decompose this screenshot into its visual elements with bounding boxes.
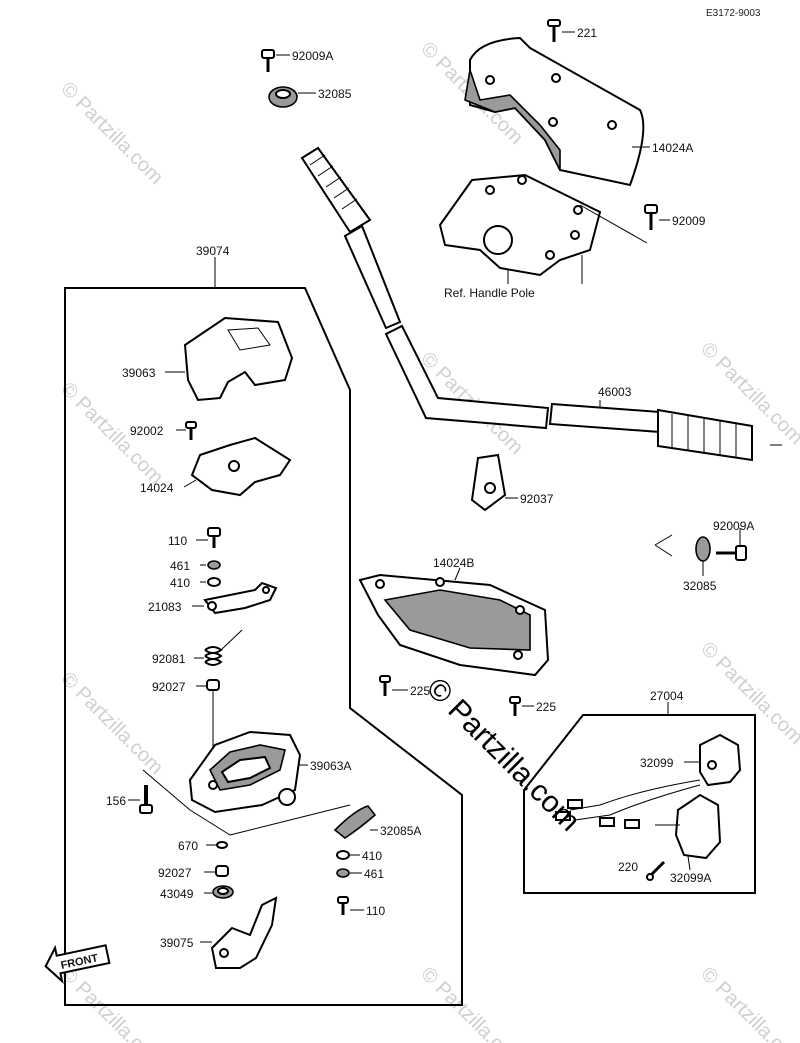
label-ref-handle-pole: Ref. Handle Pole	[444, 286, 535, 300]
label-670: 670	[178, 839, 198, 853]
label-220: 220	[618, 860, 638, 874]
label-32099: 32099	[640, 756, 674, 770]
label-92037: 92037	[520, 492, 554, 506]
part-156: 156	[106, 785, 153, 814]
part-14024B: 14024B	[358, 556, 550, 677]
label-21083: 21083	[148, 600, 182, 614]
part-410-top: 410	[170, 576, 221, 590]
watermark-text: © Partzilla.com	[56, 78, 167, 189]
part-92009: 92009	[644, 204, 706, 230]
watermark-text: © Partzilla.com	[56, 668, 167, 779]
part-92009A-top: 92009A	[261, 49, 333, 72]
label-32085-top: 32085	[318, 87, 352, 101]
part-670: 670	[178, 839, 228, 853]
part-92027-bottom: 92027	[158, 865, 229, 880]
part-92009A-right: 92009A 32085	[654, 519, 754, 593]
label-39074: 39074	[196, 244, 230, 258]
label-92009A-top: 92009A	[292, 49, 333, 63]
watermark-large: © Partzilla.com	[420, 672, 586, 838]
label-92081: 92081	[152, 652, 186, 666]
watermark-text: © Partzilla.com	[696, 638, 800, 749]
watermark-text: © Partzilla.com	[56, 963, 167, 1043]
label-225-left: 225	[410, 684, 430, 698]
watermark-text: © Partzilla.com	[416, 963, 527, 1043]
part-92027-top: 92027	[152, 679, 220, 775]
part-32099A: 32099A	[670, 793, 722, 885]
group-outline-39074	[64, 287, 463, 1006]
part-handle-pole-plate: Ref. Handle Pole	[438, 173, 648, 300]
part-46003-handlebar: 46003	[300, 146, 782, 462]
label-461-top: 461	[170, 559, 190, 573]
label-221: 221	[577, 26, 597, 40]
label-110-bottom: 110	[366, 904, 385, 918]
part-92037: 92037	[470, 453, 554, 512]
watermark-text: © Partzilla.com	[696, 963, 800, 1043]
part-14024: 14024	[140, 436, 292, 497]
label-92002: 92002	[130, 424, 164, 438]
label-110-top: 110	[168, 534, 187, 548]
part-14024A: 14024A	[464, 36, 693, 187]
label-27004: 27004	[650, 689, 684, 703]
label-39063: 39063	[122, 366, 156, 380]
part-461-top: 461	[170, 559, 221, 573]
part-92002: 92002	[130, 421, 197, 440]
label-32099A: 32099A	[670, 871, 711, 885]
label-410-bottom: 410	[362, 849, 382, 863]
part-110-top: 110	[168, 527, 221, 548]
part-32099: 32099	[640, 733, 742, 787]
part-225-right: 225	[509, 696, 556, 716]
part-110-bottom: 110	[337, 896, 385, 918]
part-220: 220	[618, 860, 666, 881]
part-92081: 92081	[152, 629, 243, 666]
part-43049: 43049	[160, 885, 234, 901]
label-225-right: 225	[536, 700, 556, 714]
part-461-bottom: 461	[336, 867, 384, 881]
label-39063A: 39063A	[310, 759, 351, 773]
label-92027-top: 92027	[152, 680, 186, 694]
part-39075: 39075	[160, 896, 278, 969]
label-32085A: 32085A	[380, 824, 421, 838]
label-461-bottom: 461	[364, 867, 384, 881]
label-39075: 39075	[160, 936, 194, 950]
label-14024A: 14024A	[652, 141, 693, 155]
label-14024: 14024	[140, 481, 174, 495]
diagram-code: E3172-9003	[706, 8, 761, 19]
wire-harness	[555, 779, 701, 829]
part-39063: 39063	[122, 316, 294, 402]
label-92027-bottom: 92027	[158, 866, 192, 880]
part-21083: 21083	[148, 581, 278, 615]
group-outline-27004	[523, 714, 756, 894]
label-410-top: 410	[170, 576, 190, 590]
front-arrow: FRONT	[44, 944, 111, 984]
label-43049: 43049	[160, 887, 194, 901]
part-32085A: 32085A	[333, 805, 421, 839]
part-32085-top: 32085	[268, 86, 352, 108]
label-14024B: 14024B	[433, 556, 474, 570]
label-156: 156	[106, 794, 126, 808]
part-225-left: 225	[379, 675, 430, 698]
part-39063A: 39063A	[188, 730, 351, 814]
label-92009A-right: 92009A	[713, 519, 754, 533]
part-410-bottom: 410	[336, 849, 382, 863]
label-46003: 46003	[598, 385, 632, 399]
part-221: 221	[547, 19, 597, 42]
label-32085-right: 32085	[683, 579, 717, 593]
label-92009: 92009	[672, 214, 706, 228]
